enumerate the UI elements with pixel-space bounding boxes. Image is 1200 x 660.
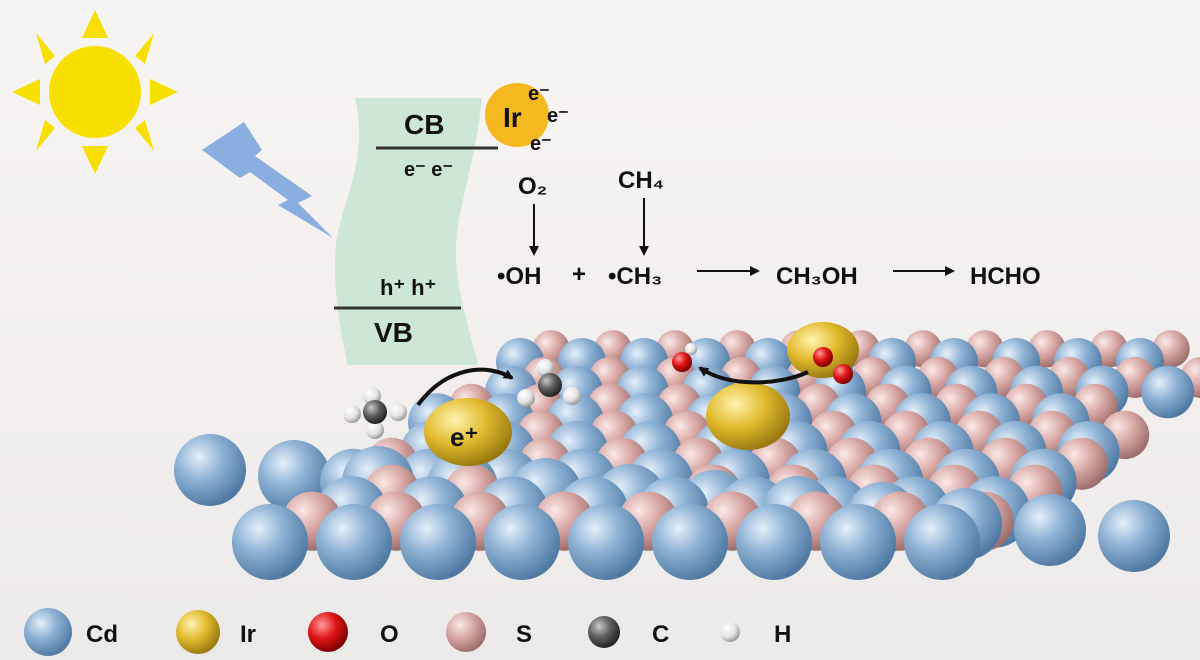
legend-label-ir: Ir xyxy=(240,621,256,648)
ir-electron-2: e⁻ xyxy=(547,105,569,127)
holes-label: h⁺ h⁺ xyxy=(380,275,436,300)
legend-item-o: O xyxy=(308,612,399,652)
cd-atom xyxy=(1098,500,1170,572)
o2-label: O₂ xyxy=(518,173,547,200)
cd-atom xyxy=(568,504,644,580)
cd-atom xyxy=(1014,494,1086,566)
legend-label-o: O xyxy=(380,621,399,648)
reaction-scheme: O₂ CH₄ •OH + •CH₃ CH₃OH HCHO xyxy=(497,167,1041,290)
methane-activation-arrow xyxy=(416,367,514,407)
oxygen-molecule xyxy=(813,347,853,384)
oxygen-activation-arrow xyxy=(698,366,809,385)
legend-item-c: C xyxy=(588,616,669,648)
ir-site-center xyxy=(706,382,790,450)
cd-atom xyxy=(820,504,896,580)
ch4-label: CH₄ xyxy=(618,167,664,194)
legend: Cd Ir O S C H xyxy=(24,608,791,656)
cd-atom xyxy=(316,504,392,580)
legend-label-cd: Cd xyxy=(86,621,118,648)
cd-atom xyxy=(232,504,308,580)
formaldehyde-label: HCHO xyxy=(970,263,1041,290)
cd-atom xyxy=(736,504,812,580)
band-structure: CB e⁻ e⁻ h⁺ h⁺ VB xyxy=(334,98,498,365)
hydroxyl-radical xyxy=(672,343,697,372)
legend-label-h: H xyxy=(774,621,791,648)
legend-item-ir: Ir xyxy=(176,610,256,654)
methane-molecule xyxy=(343,387,407,439)
legend-item-s: S xyxy=(446,612,532,652)
legend-item-cd: Cd xyxy=(24,608,118,656)
plus-sign: + xyxy=(572,261,586,288)
hole-label: e⁺ xyxy=(450,422,478,452)
ir-cocatalyst: Ir e⁻ e⁻ e⁻ xyxy=(485,83,569,155)
cd-atom xyxy=(400,504,476,580)
vb-label: VB xyxy=(374,317,413,348)
ir-electron-3: e⁻ xyxy=(530,133,552,155)
cd-atom xyxy=(484,504,560,580)
methanol-label: CH₃OH xyxy=(776,263,858,290)
cd-atom xyxy=(904,504,980,580)
ir-electron-1: e⁻ xyxy=(528,83,550,105)
cd-atom xyxy=(1141,365,1195,419)
lightning-icon xyxy=(202,122,333,238)
methyl-radical xyxy=(517,359,581,407)
cb-label: CB xyxy=(404,109,444,140)
sun-icon xyxy=(12,10,178,174)
oh-radical-label: •OH xyxy=(497,263,541,290)
ir-label: Ir xyxy=(503,102,522,133)
electrons-label: e⁻ e⁻ xyxy=(404,159,453,181)
legend-label-c: C xyxy=(652,621,669,648)
legend-item-h: H xyxy=(720,621,791,648)
legend-label-s: S xyxy=(516,621,532,648)
cd-atom xyxy=(652,504,728,580)
ir-site-left: e⁺ xyxy=(424,398,512,466)
cds-surface-lattice xyxy=(174,330,1200,580)
cd-atom xyxy=(174,434,246,506)
ch3-radical-label: •CH₃ xyxy=(608,263,662,290)
